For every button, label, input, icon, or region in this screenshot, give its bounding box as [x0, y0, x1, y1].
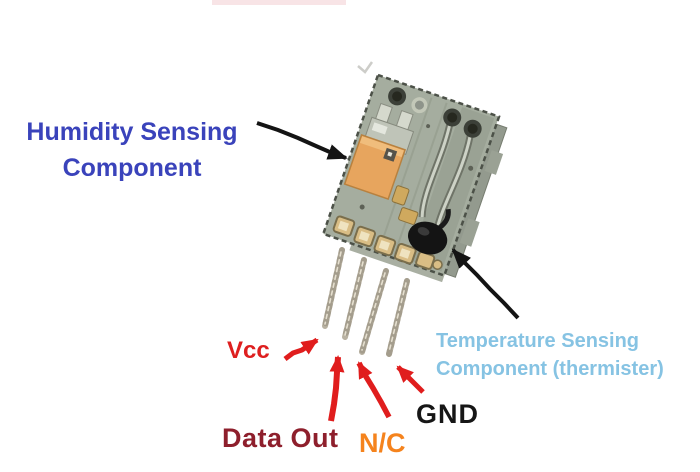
scratch-artifact — [357, 61, 374, 74]
sensor-pins — [322, 247, 410, 357]
humidity-sensor-chip — [343, 133, 407, 201]
pcb-seam-2 — [393, 102, 448, 255]
humidity-label-line1: Humidity Sensing — [26, 118, 238, 146]
pin-3 — [359, 268, 389, 355]
data-out-pin-label: Data Out — [222, 423, 339, 453]
pin-2 — [342, 257, 367, 340]
via-dot-2 — [468, 165, 474, 171]
temperature-label-line1: Temperature Sensing — [436, 330, 640, 352]
pin-4 — [386, 278, 410, 357]
humidity-label-line2: Component — [62, 154, 202, 182]
humidity-label: Humidity Sensing Component — [6, 114, 258, 186]
via-dot-3 — [426, 124, 431, 129]
top-edge-artifact — [212, 0, 346, 5]
vcc-arrow — [283, 337, 319, 361]
gnd-pin-label: GND — [416, 399, 479, 429]
sensor-module — [321, 73, 508, 283]
pcb-bottom-lip — [349, 241, 445, 283]
humidity-sensor-housing — [363, 102, 415, 155]
temperature-arrow — [451, 248, 520, 320]
top-solder-joints — [388, 87, 482, 138]
nc-arrow — [356, 361, 392, 419]
thermistor-leads — [418, 124, 474, 231]
pcb-seam-1 — [378, 97, 433, 250]
bottom-solder-pads — [332, 215, 443, 270]
gnd-arrow — [396, 365, 425, 394]
via-dot-1 — [359, 204, 365, 210]
nc-pin-label: N/C — [359, 428, 406, 458]
data-out-arrow — [328, 355, 345, 422]
pcb-side-tab-top — [484, 150, 504, 175]
temperature-label: Temperature Sensing Component (thermiste… — [436, 327, 664, 383]
pcb-side-tab-bottom — [459, 218, 480, 247]
vcc-pin-label: Vcc — [227, 337, 270, 364]
pin-1 — [322, 247, 345, 329]
gold-components — [391, 185, 419, 225]
temperature-label-line2: Component (thermister) — [436, 358, 664, 380]
humidity-arrow — [256, 121, 348, 160]
thermistor — [408, 208, 451, 255]
